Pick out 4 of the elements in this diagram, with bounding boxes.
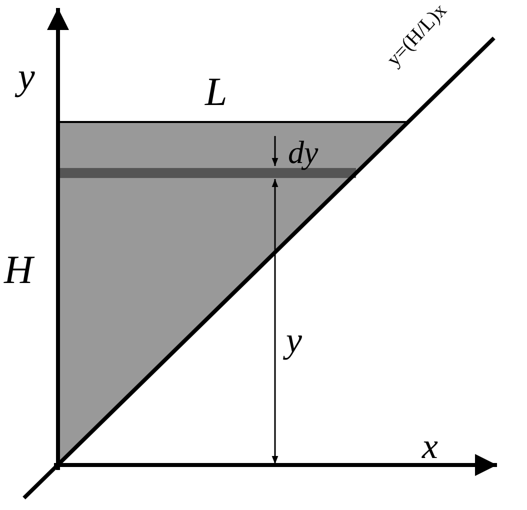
dimension-label: L	[205, 72, 228, 112]
dimension-label: H	[4, 250, 33, 290]
axis-label: x	[422, 428, 438, 464]
dimension-label: dy	[288, 136, 318, 168]
